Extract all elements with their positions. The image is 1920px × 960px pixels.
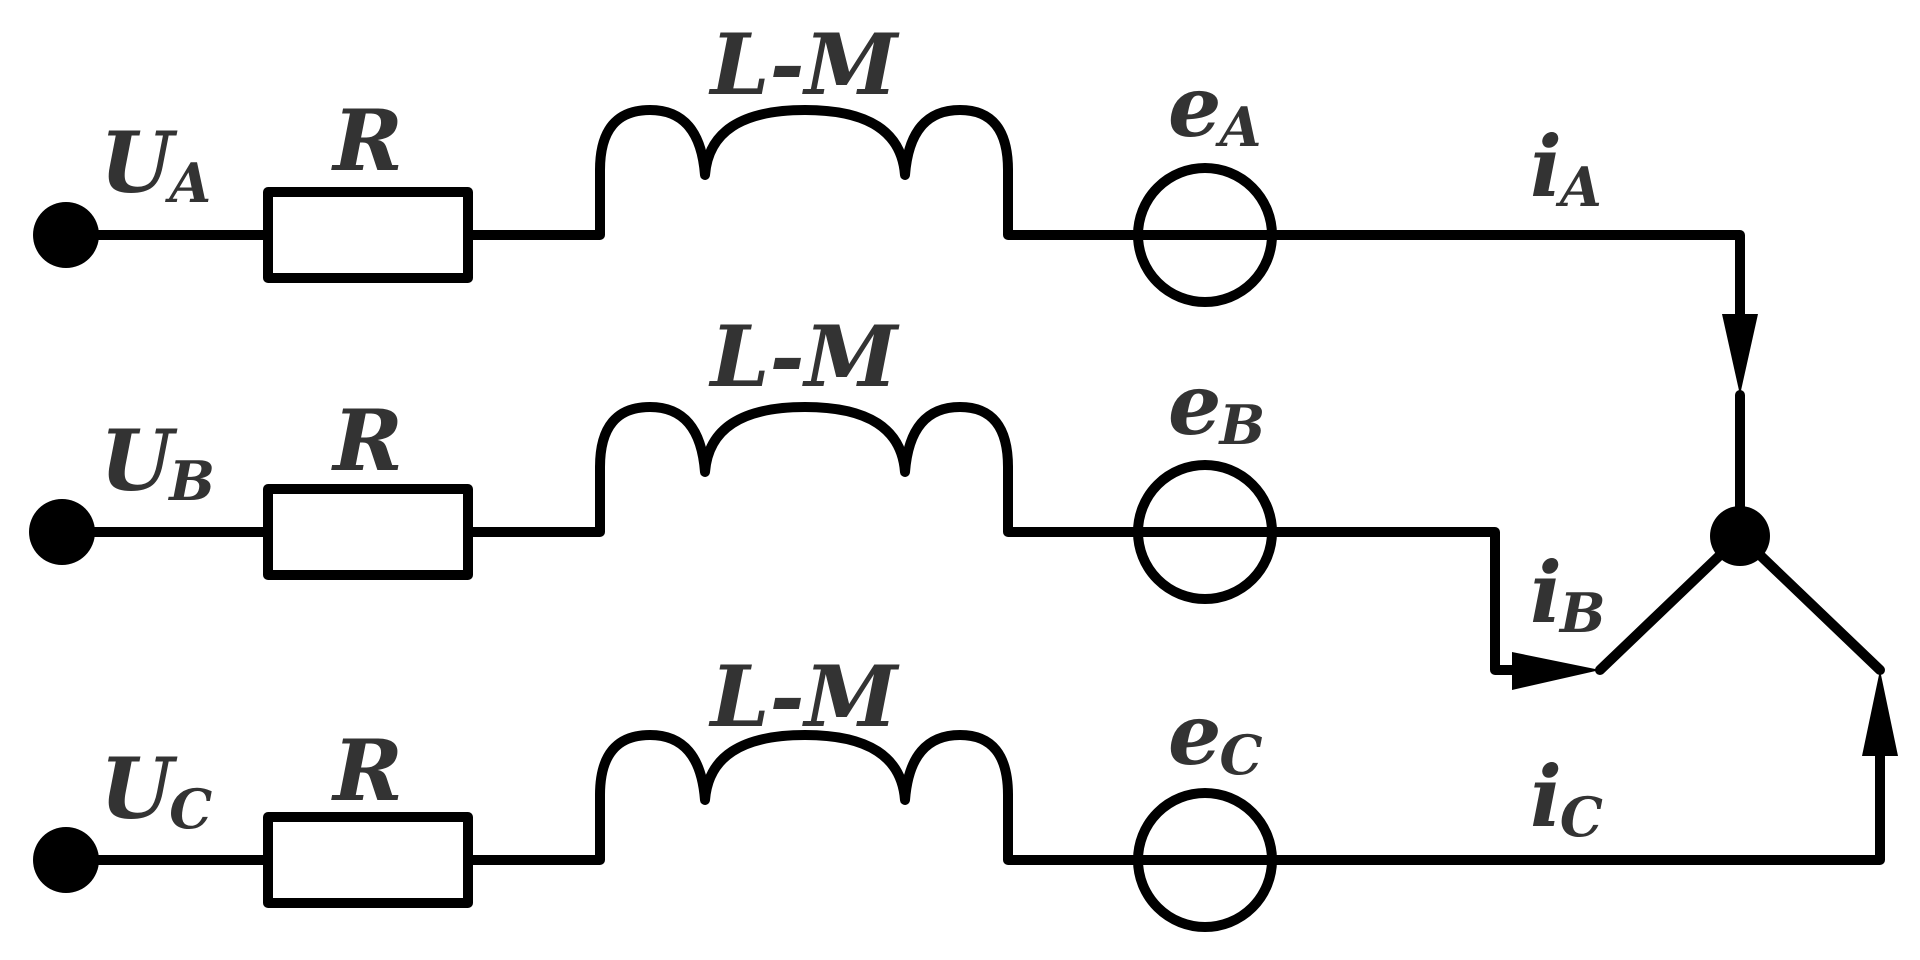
phase-c-wire-to-arrow [1267,745,1885,865]
phase-a-inductor [595,105,1013,180]
phase-b-wire-inductor-source [1003,462,1140,537]
phase-c-resistor [263,812,473,908]
phase-c-wire-resistor-inductor [463,790,605,865]
phase-c-resistor-label: R [331,721,403,820]
phase-c-inductor-label: L-M [709,647,901,746]
phase-c-voltage-label: UC [100,739,212,841]
phase-b-emf-label: eB [1168,355,1265,457]
phase-b: UB R L-M eB iB [29,307,1606,690]
phase-b-voltage-label: UB [100,411,215,513]
phase-a-wire-to-arrow [1267,230,1745,325]
phase-c-wire-inductor-source [1003,790,1140,865]
phase-b-wire-resistor-inductor [463,462,605,537]
phase-b-inductor [595,402,1013,477]
phase-a-current-label: iA [1530,117,1602,219]
neutral-branch-b [1595,531,1745,675]
phase-c-current-label: iC [1530,747,1603,849]
phase-c-emf-label: eC [1168,685,1262,787]
neutral-branch-c [1735,531,1885,675]
star-neutral [1595,506,1885,675]
phase-a-voltage-label: UA [100,113,211,215]
phase-c: UC R L-M eC iC [33,647,1898,932]
phase-a-wire-resistor-inductor [463,165,605,240]
phase-a-wire-inductor-source [1003,165,1140,240]
phase-b-wire-to-arrow [1267,527,1523,675]
phase-b-current-arrow [1512,652,1600,690]
phase-b-resistor [263,484,473,580]
neutral-node [1710,506,1770,566]
phase-c-inductor [595,730,1013,805]
phase-a-current-arrow [1722,314,1758,395]
phase-a-resistor [263,187,473,283]
phase-b-current-label: iB [1530,543,1606,645]
phase-a-resistor-label: R [331,91,403,190]
phase-a-emf-label: eA [1168,57,1261,159]
phase-a: UA R L-M eA iA [33,15,1758,541]
phase-a-inductor-label: L-M [709,15,901,114]
phase-c-current-arrow [1862,670,1898,756]
phase-b-inductor-label: L-M [709,307,901,406]
phase-b-resistor-label: R [331,391,403,490]
